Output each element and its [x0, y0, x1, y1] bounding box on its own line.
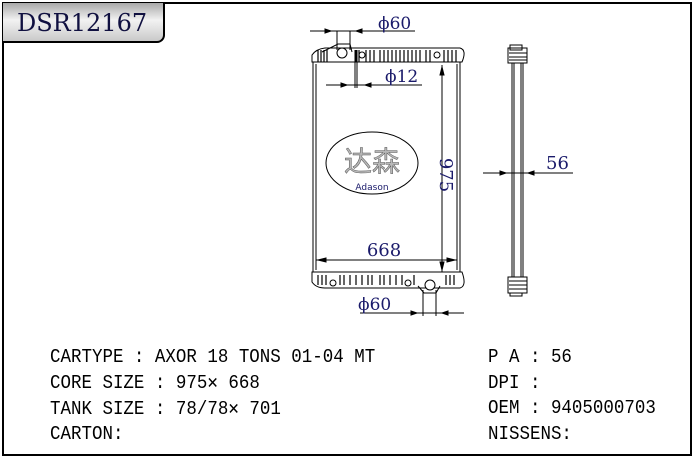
width-dimension: 668	[367, 240, 401, 261]
drawing-frame	[2, 2, 692, 456]
spec-nissens: NISSENS:	[488, 423, 572, 445]
side-view	[507, 44, 528, 297]
spec-cartype: CARTYPE : AXOR 18 TONS 01-04 MT	[50, 346, 376, 368]
spec-core-size: CORE SIZE : 975✕ 668	[50, 372, 260, 394]
top-tank	[311, 43, 465, 63]
adason-logo: 达森 Adason	[325, 131, 419, 195]
spec-dpi: DPI :	[488, 372, 541, 394]
spec-carton: CARTON:	[50, 423, 124, 445]
spec-tank-size: TANK SIZE : 78/78✕ 701	[50, 398, 281, 420]
bottom-tank	[311, 271, 465, 294]
spec-oem: OEM : 9405000703	[488, 397, 656, 419]
spec-pa: P A : 56	[488, 346, 572, 368]
hole-dimension: ϕ12	[385, 67, 418, 87]
logo-brand-text: Adason	[355, 183, 388, 193]
top-pipe-dimension: ϕ60	[378, 14, 411, 34]
bottom-pipe-dimension: ϕ60	[358, 295, 391, 315]
logo-chinese-text: 达森	[344, 145, 400, 178]
part-number: DSR12167	[17, 9, 148, 37]
height-dimension: 975	[435, 158, 456, 192]
part-number-tab: DSR12167	[3, 3, 165, 43]
thickness-dimension: 56	[546, 153, 569, 174]
